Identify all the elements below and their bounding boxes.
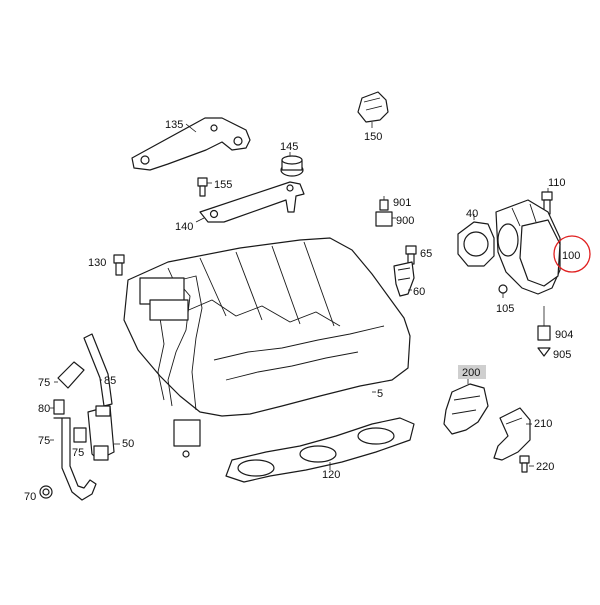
part-105-screw[interactable] bbox=[498, 284, 508, 298]
part-130-screw[interactable] bbox=[113, 254, 125, 276]
label-135: 135 bbox=[165, 119, 183, 131]
label-110: 110 bbox=[548, 177, 566, 189]
part-140-bracket[interactable] bbox=[195, 181, 305, 223]
part-50-valve[interactable] bbox=[87, 405, 120, 461]
label-50: 50 bbox=[122, 438, 134, 450]
label-200-highlight bbox=[458, 365, 486, 379]
label-75-upper: 75 bbox=[38, 377, 50, 389]
label-904: 904 bbox=[555, 329, 573, 341]
part-85-hose[interactable] bbox=[83, 333, 113, 407]
label-75-lower: 75 bbox=[38, 435, 50, 447]
part-40-gasket[interactable] bbox=[457, 214, 495, 267]
part-5-intake-manifold[interactable] bbox=[123, 237, 411, 458]
part-75-upper-hose[interactable] bbox=[54, 361, 85, 389]
part-135-bracket[interactable] bbox=[131, 117, 251, 171]
label-130: 130 bbox=[88, 257, 106, 269]
label-105: 105 bbox=[496, 303, 514, 315]
part-145-cap[interactable] bbox=[280, 152, 304, 177]
part-155-screw[interactable] bbox=[197, 177, 212, 197]
part-150-connector[interactable] bbox=[357, 91, 389, 128]
part-210-bracket[interactable] bbox=[493, 407, 532, 461]
part-200-cover[interactable] bbox=[443, 378, 489, 435]
label-75-connector: 75 bbox=[72, 447, 84, 459]
part-900-sensor[interactable] bbox=[375, 196, 396, 227]
label-70: 70 bbox=[24, 491, 36, 503]
label-100: 100 bbox=[562, 250, 580, 262]
part-904-connector[interactable] bbox=[537, 306, 551, 341]
label-210: 210 bbox=[534, 418, 552, 430]
label-900: 900 bbox=[396, 215, 414, 227]
label-80: 80 bbox=[38, 403, 50, 415]
label-60: 60 bbox=[413, 286, 425, 298]
label-40: 40 bbox=[466, 208, 478, 220]
highlight-circle-100 bbox=[553, 235, 591, 273]
label-120: 120 bbox=[322, 469, 340, 481]
label-155: 155 bbox=[214, 179, 232, 191]
part-65-screw[interactable] bbox=[405, 245, 417, 265]
label-145: 145 bbox=[280, 141, 298, 153]
part-100-throttle-body[interactable] bbox=[495, 199, 561, 295]
part-220-screw[interactable] bbox=[519, 455, 534, 473]
label-220: 220 bbox=[536, 461, 554, 473]
label-150: 150 bbox=[364, 131, 382, 143]
part-80-fitting[interactable] bbox=[50, 399, 65, 415]
label-85: 85 bbox=[104, 375, 116, 387]
part-75-connector[interactable] bbox=[73, 427, 87, 443]
part-60-valve[interactable] bbox=[393, 261, 415, 297]
part-70-clamp[interactable] bbox=[39, 485, 53, 499]
label-901: 901 bbox=[393, 197, 411, 209]
label-65: 65 bbox=[420, 248, 432, 260]
part-905-clip[interactable] bbox=[537, 347, 551, 357]
part-75-lower-hose[interactable] bbox=[50, 417, 97, 501]
part-120-gasket[interactable] bbox=[225, 417, 415, 483]
label-5: 5 bbox=[377, 388, 383, 400]
label-905: 905 bbox=[553, 349, 571, 361]
label-140: 140 bbox=[175, 221, 193, 233]
label-200: 200 bbox=[462, 367, 480, 379]
